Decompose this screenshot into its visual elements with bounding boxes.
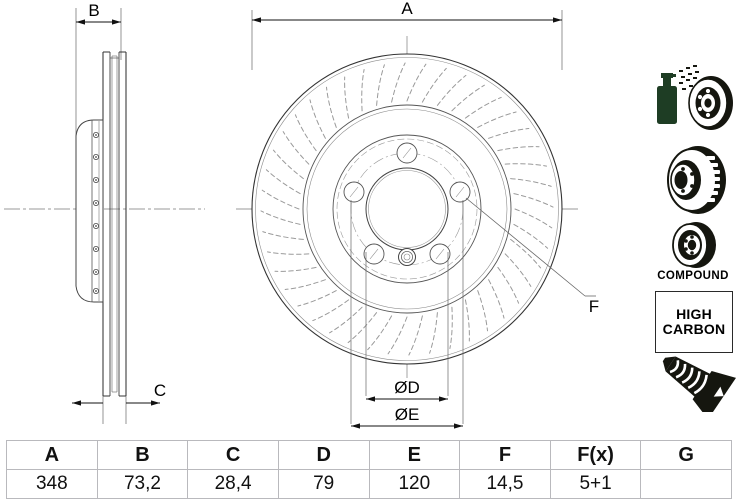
table-header-b: B <box>96 440 189 470</box>
side-section-view: B <box>4 1 205 424</box>
table-header-e: E <box>368 440 461 470</box>
table-header-f: F <box>459 440 551 470</box>
table-header-d: D <box>277 440 370 470</box>
feature-icon-rail: COMPOUND <box>648 62 738 412</box>
table-value-fx: 5+1 <box>549 469 642 499</box>
dimension-label-E: ØE <box>395 405 420 424</box>
technical-drawing-svg: B <box>4 0 599 429</box>
specification-table: A B C D E F F(x) G 348 73,2 28,4 79 120 … <box>6 440 732 499</box>
vented-disc-icon-block <box>648 142 738 218</box>
table-header-g: G <box>640 440 732 470</box>
table-value-f: 14,5 <box>459 469 551 499</box>
table-value-c: 28,4 <box>187 469 279 499</box>
locating-screw-hole <box>398 248 416 266</box>
cooling-vanes <box>260 62 554 356</box>
table-value-a: 348 <box>6 469 98 499</box>
compound-disc-icon <box>672 222 716 268</box>
table-header-fx: F(x) <box>549 440 642 470</box>
wheel-bolt-holes <box>343 142 471 265</box>
high-carbon-line-1: HIGH <box>676 306 712 323</box>
coating-icon-block <box>648 62 738 138</box>
table-header-a: A <box>6 440 98 470</box>
front-view: A <box>236 0 599 429</box>
table-value-d: 79 <box>277 469 370 499</box>
dimension-E: ØE <box>350 200 464 429</box>
dimension-C: C <box>72 381 166 424</box>
table-value-g <box>640 469 732 499</box>
center-bore-circle <box>365 167 449 251</box>
hub-bolt-holes-section <box>93 131 100 294</box>
table-value-b: 73,2 <box>96 469 189 499</box>
vented-disc-icon <box>667 146 726 214</box>
table-header-c: C <box>187 440 279 470</box>
high-carbon-badge: HIGH CARBON <box>655 291 733 353</box>
countersunk-screw-icon <box>662 356 736 412</box>
table-value-e: 120 <box>368 469 461 499</box>
friction-ring-inner-circle <box>302 104 512 314</box>
dimension-label-B: B <box>88 1 99 20</box>
compound-label: COMPOUND <box>657 270 729 282</box>
compound-icon-block: COMPOUND <box>648 220 738 282</box>
dimension-A: A <box>251 0 563 70</box>
spray-can-disc-icon <box>657 65 733 130</box>
table-value-row: 348 73,2 28,4 79 120 14,5 5+1 <box>6 469 732 499</box>
high-carbon-line-2: CARBON <box>662 321 726 337</box>
dimension-label-A: A <box>401 0 413 18</box>
dimension-F-leader: F <box>465 197 599 316</box>
screw-icon-block <box>648 346 738 412</box>
hub-hat-profile <box>75 119 104 303</box>
dimension-label-F: F <box>589 297 599 316</box>
dimension-D: ØD <box>365 252 449 402</box>
dimension-label-D: ØD <box>394 378 420 397</box>
dimension-B: B <box>75 1 122 150</box>
table-header-row: A B C D E F F(x) G <box>6 440 732 470</box>
dimension-label-C: C <box>154 381 166 400</box>
